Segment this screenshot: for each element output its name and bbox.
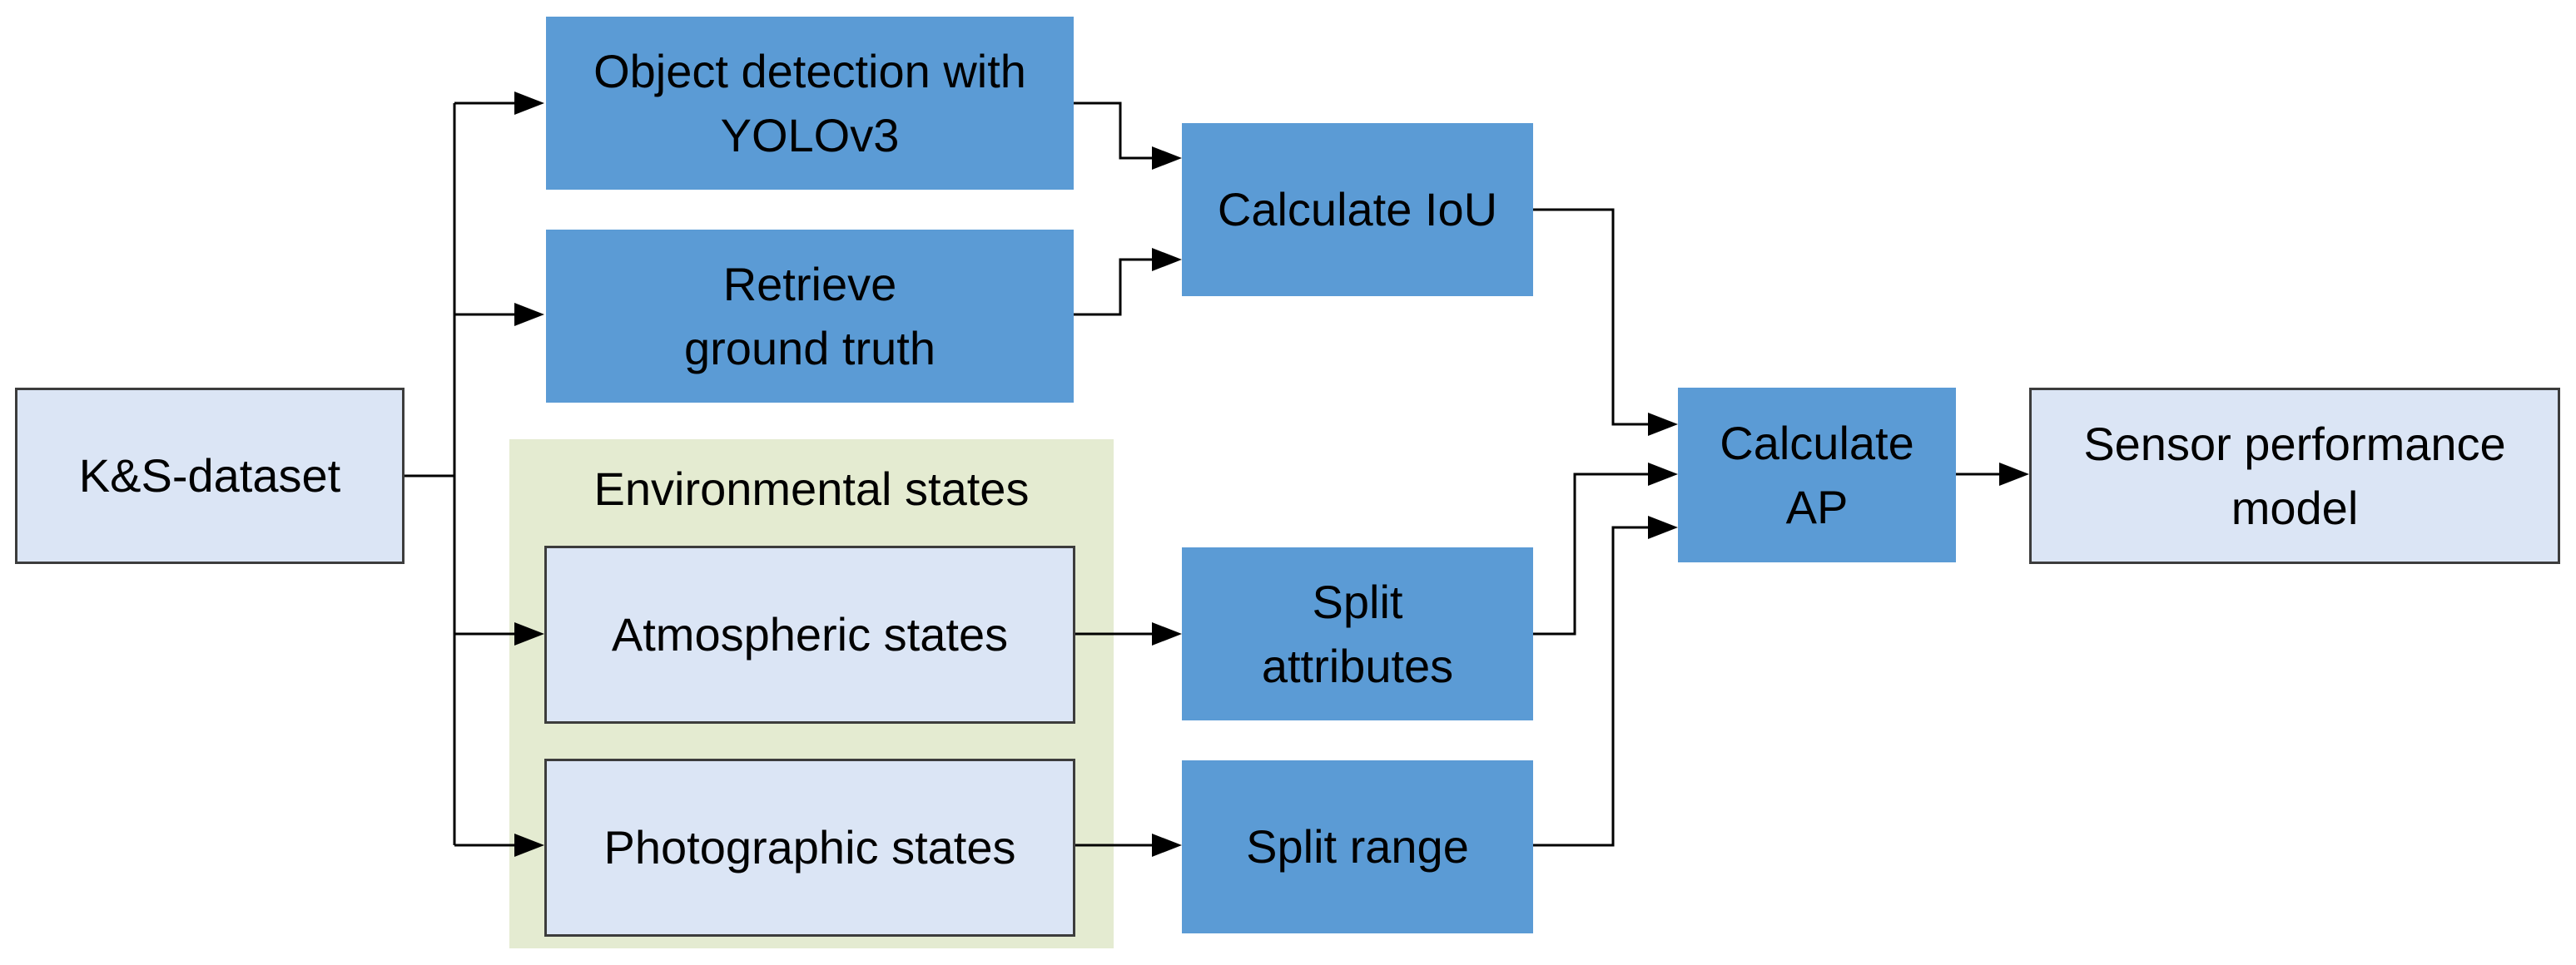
sensor-performance-model-label: Sensor performance model (2083, 417, 2506, 534)
split-range-label: Split range (1246, 820, 1469, 873)
connector-detection-to-iou (1074, 101, 1152, 160)
arrowhead-split-range (1152, 834, 1182, 857)
calculate-ap-node: Calculate AP (1678, 388, 1956, 562)
calculate-ap-label: Calculate AP (1720, 416, 1914, 533)
calculate-iou-label: Calculate IoU (1217, 183, 1498, 236)
arrowhead-split-attributes (1152, 622, 1182, 646)
dataset-label: K&S-dataset (78, 449, 341, 502)
photographic-states-label: Photographic states (603, 821, 1016, 874)
calculate-iou-node: Calculate IoU (1182, 123, 1533, 296)
dataset-node: K&S-dataset (15, 388, 405, 564)
atmospheric-states-node: Atmospheric states (544, 546, 1075, 724)
connector-attributes-to-ap (1533, 473, 1648, 636)
arrowhead-ap-1 (1648, 413, 1678, 436)
arrowhead-atmospheric (514, 622, 544, 646)
arrowhead-model (1999, 463, 2029, 486)
connector-range-to-ap (1533, 526, 1648, 847)
photographic-states-node: Photographic states (544, 759, 1075, 937)
arrowhead-iou-top (1152, 146, 1182, 170)
environmental-states-label: Environmental states (593, 463, 1030, 515)
connector-groundtruth-to-iou (1074, 258, 1152, 316)
atmospheric-states-label: Atmospheric states (611, 608, 1009, 661)
arrowhead-iou-bottom (1152, 248, 1182, 271)
ground-truth-node: Retrieve ground truth (546, 230, 1074, 403)
object-detection-label: Object detection with YOLOv3 (593, 44, 1026, 161)
arrowhead-ap-2 (1648, 463, 1678, 486)
sensor-performance-model-node: Sensor performance model (2029, 388, 2560, 564)
arrowhead-photographic (514, 834, 544, 857)
ground-truth-label: Retrieve ground truth (684, 257, 936, 374)
split-range-node: Split range (1182, 760, 1533, 933)
split-attributes-label: Split attributes (1261, 575, 1454, 692)
object-detection-node: Object detection with YOLOv3 (546, 17, 1074, 190)
arrowhead-ap-3 (1648, 516, 1678, 539)
arrowhead-ground-truth (514, 303, 544, 326)
split-attributes-node: Split attributes (1182, 547, 1533, 720)
connector-iou-to-ap (1533, 208, 1648, 426)
arrowhead-object-detection (514, 92, 544, 115)
